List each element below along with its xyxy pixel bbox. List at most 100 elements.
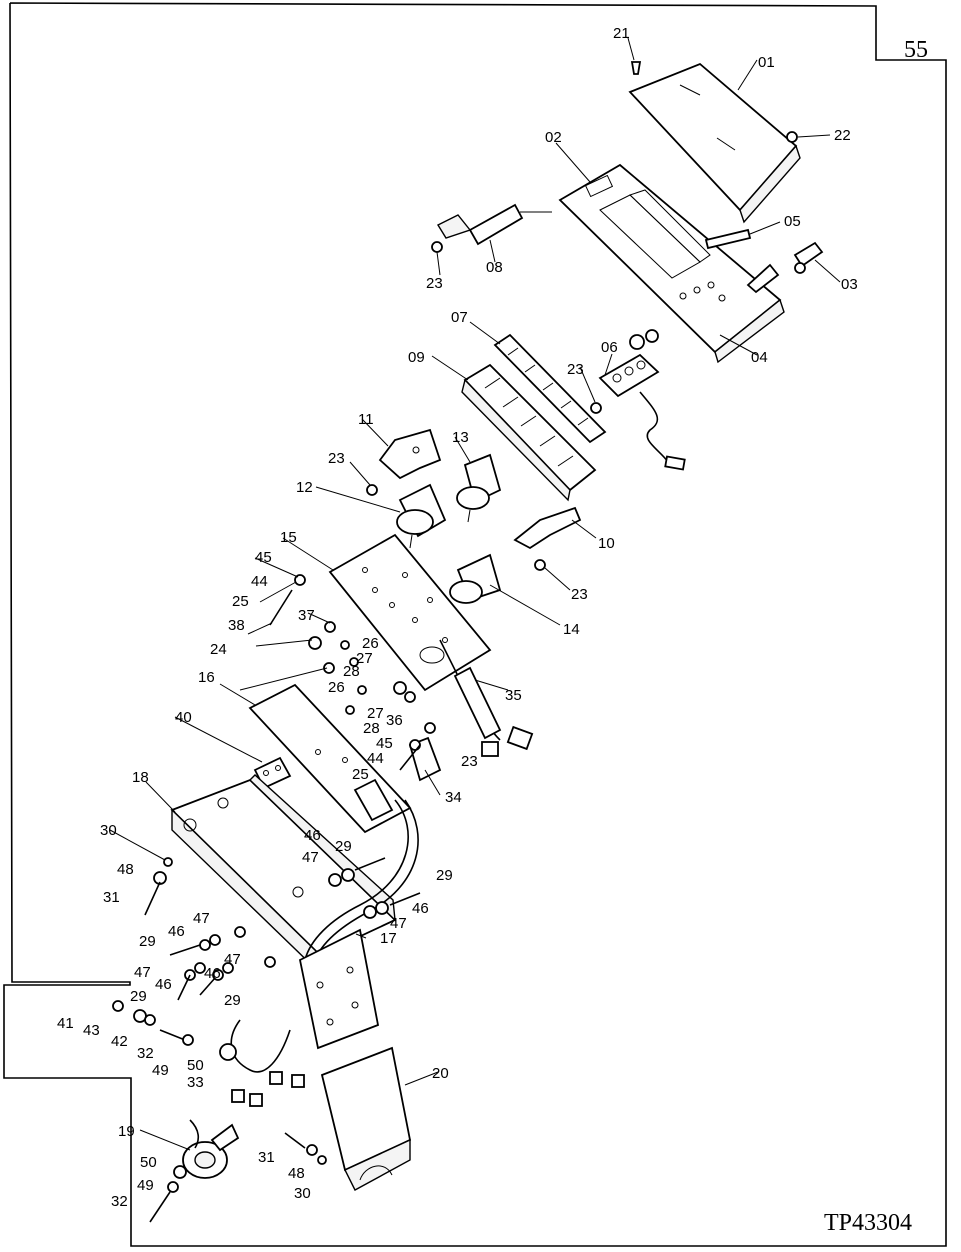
part-07-vent-strip — [493, 333, 607, 444]
callout-11: 11 — [358, 411, 374, 428]
callout-37: 37 — [298, 607, 315, 624]
part-13-gauge — [456, 453, 502, 523]
callout-27-a: 27 — [356, 650, 373, 667]
callout-32-a: 32 — [137, 1045, 154, 1062]
part-01-cover — [628, 62, 801, 224]
callout-08: 08 — [486, 259, 503, 276]
callout-23-e: 23 — [461, 753, 478, 770]
callout-50-b: 50 — [140, 1154, 157, 1171]
callout-30-b: 30 — [294, 1185, 311, 1202]
part-33-harness — [230, 1019, 305, 1107]
callout-26-a: 26 — [362, 635, 379, 652]
part-17-plate — [298, 928, 380, 1050]
callout-28-a: 28 — [343, 663, 360, 680]
part-20-cover — [320, 1046, 412, 1191]
callout-labels: 01 21 22 02 05 03 04 08 23 06 07 09 23 1… — [57, 25, 858, 1210]
callout-17: 17 — [380, 930, 397, 947]
callout-13: 13 — [452, 429, 469, 446]
callout-47-b: 47 — [390, 915, 407, 932]
callout-18: 18 — [132, 769, 149, 786]
hardware-bolts — [112, 402, 602, 1223]
callout-44-b: 44 — [367, 750, 384, 767]
page-border — [3, 2, 947, 1247]
part-15-panel — [328, 533, 492, 692]
callout-21: 21 — [613, 25, 630, 42]
callout-35: 35 — [505, 687, 522, 704]
callout-46-c: 46 — [168, 923, 185, 940]
callout-23-d: 23 — [571, 586, 588, 603]
callout-40: 40 — [175, 709, 192, 726]
callout-44-a: 44 — [251, 573, 268, 590]
callout-06: 06 — [601, 339, 618, 356]
leader-lines — [109, 37, 841, 1151]
callout-38: 38 — [228, 617, 245, 634]
callout-05: 05 — [784, 213, 801, 230]
callout-29-a: 29 — [335, 838, 352, 855]
callout-29-e: 29 — [224, 992, 241, 1009]
callout-46-a: 46 — [304, 827, 321, 844]
callout-24: 24 — [210, 641, 227, 658]
callout-22: 22 — [834, 127, 851, 144]
callout-20: 20 — [432, 1065, 449, 1082]
callout-31-b: 31 — [258, 1149, 275, 1166]
callout-28-b: 28 — [363, 720, 380, 737]
callout-45-b: 45 — [376, 735, 393, 752]
callout-23-a: 23 — [426, 275, 443, 292]
callout-47-a: 47 — [302, 849, 319, 866]
screw-22 — [786, 131, 798, 143]
page-number: 55 — [904, 37, 928, 63]
callout-25-b: 25 — [352, 766, 369, 783]
callout-01: 01 — [758, 54, 775, 71]
callout-49-a: 49 — [152, 1062, 169, 1079]
callout-34: 34 — [445, 789, 462, 806]
callout-46-e: 46 — [155, 976, 172, 993]
part-10-bracket — [513, 506, 582, 550]
callout-16: 16 — [198, 669, 215, 686]
part-19-horn — [182, 1119, 240, 1179]
screw-21 — [630, 61, 642, 75]
callout-10: 10 — [598, 535, 615, 552]
callout-14: 14 — [563, 621, 580, 638]
part-08-switch — [431, 203, 524, 253]
callout-27-b: 27 — [367, 705, 384, 722]
callout-30-a: 30 — [100, 822, 117, 839]
callout-47-c: 47 — [193, 910, 210, 927]
callout-46-d: 46 — [204, 965, 221, 982]
callout-04: 04 — [751, 349, 768, 366]
part-02-console — [558, 163, 785, 364]
callout-29-d: 29 — [130, 988, 147, 1005]
callout-19: 19 — [118, 1123, 135, 1140]
callout-09: 09 — [408, 349, 425, 366]
part-14-gauge — [449, 553, 502, 604]
callout-43: 43 — [83, 1022, 100, 1039]
part-35-harness — [439, 639, 534, 757]
callout-47-e: 47 — [134, 964, 151, 981]
callout-25-a: 25 — [232, 593, 249, 610]
callout-31-a: 31 — [103, 889, 120, 906]
callout-42: 42 — [111, 1033, 128, 1050]
part-11-bracket — [378, 428, 442, 480]
callout-36: 36 — [386, 712, 403, 729]
callout-29-c: 29 — [139, 933, 156, 950]
callout-23-b: 23 — [567, 361, 584, 378]
callout-33: 33 — [187, 1074, 204, 1091]
part-12-gauge — [396, 483, 447, 549]
part-06-switch-plate — [598, 329, 686, 471]
part-05-strip — [704, 228, 752, 250]
callout-29-b: 29 — [436, 867, 453, 884]
callout-02: 02 — [545, 129, 562, 146]
callout-26-b: 26 — [328, 679, 345, 696]
callout-15: 15 — [280, 529, 297, 546]
callout-41: 41 — [57, 1015, 74, 1032]
callout-46-b: 46 — [412, 900, 429, 917]
callout-48-a: 48 — [117, 861, 134, 878]
callout-48-b: 48 — [288, 1165, 305, 1182]
part-09-louver — [461, 363, 597, 502]
callout-03: 03 — [841, 276, 858, 293]
figure-code: TP43304 — [824, 1210, 912, 1236]
callout-12: 12 — [296, 479, 313, 496]
callout-45-a: 45 — [255, 549, 272, 566]
part-03-fitting — [746, 241, 824, 294]
callout-32-b: 32 — [111, 1193, 128, 1210]
